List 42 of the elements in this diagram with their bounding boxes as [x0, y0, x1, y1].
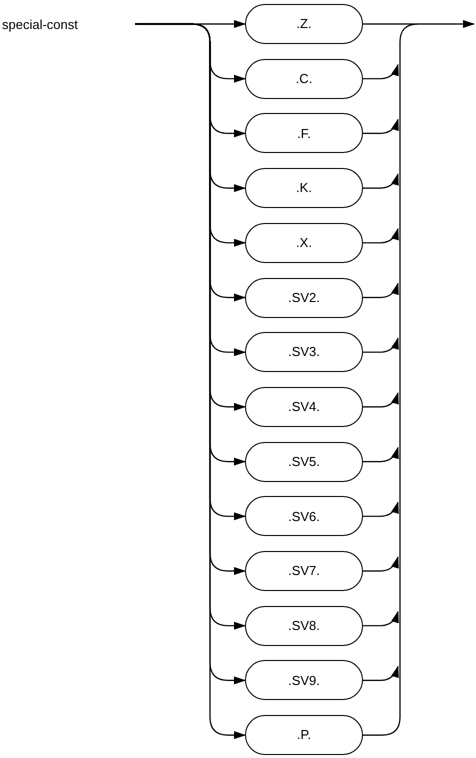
terminal-box — [245, 442, 363, 482]
terminal-box — [245, 168, 363, 208]
connector-arrow — [363, 282, 399, 298]
symbol-text: .C. — [296, 70, 312, 88]
connector-arrow — [363, 118, 399, 134]
symbol-text: .K. — [296, 179, 312, 198]
symbol-text: .P. — [296, 726, 312, 744]
connector-arrow — [363, 64, 399, 80]
connector-arrow — [363, 337, 399, 353]
symbol-text: .SV9. — [288, 672, 320, 690]
terminal-box — [245, 332, 363, 372]
connector-arrow — [363, 173, 399, 189]
symbol-text: .X. — [296, 234, 312, 252]
connector-arrow — [363, 501, 399, 517]
symbol-text: .SV4. — [288, 398, 320, 416]
connector-arrow — [363, 610, 399, 626]
connector-arrow — [363, 665, 399, 681]
rule-name: special-const — [2, 16, 78, 34]
terminal-box — [245, 278, 363, 318]
symbol-text: .SV8. — [288, 616, 320, 635]
terminal-box — [245, 222, 363, 263]
symbol-text: .SV7. — [288, 562, 320, 580]
terminal-box — [245, 113, 363, 154]
terminal-box — [245, 606, 363, 646]
symbol-text: .Z. — [296, 15, 312, 34]
connector-arrow — [363, 446, 399, 462]
symbol-text: .F. — [297, 124, 311, 143]
terminal-box — [245, 660, 363, 700]
terminal-box — [245, 551, 363, 591]
terminal-box — [245, 4, 363, 44]
symbol-text: .SV6. — [288, 508, 320, 526]
terminal-box — [245, 715, 363, 756]
symbol-text: .SV3. — [288, 343, 320, 362]
terminal-box — [245, 386, 363, 427]
connector-arrow — [363, 392, 399, 408]
terminal-box — [245, 496, 363, 536]
symbol-text: .SV5. — [288, 452, 320, 471]
connector-arrow — [363, 20, 475, 28]
symbol-text: .SV2. — [288, 288, 320, 307]
connector-arrow — [363, 556, 399, 572]
terminal-box — [245, 58, 363, 99]
connector-arrow — [363, 228, 399, 244]
